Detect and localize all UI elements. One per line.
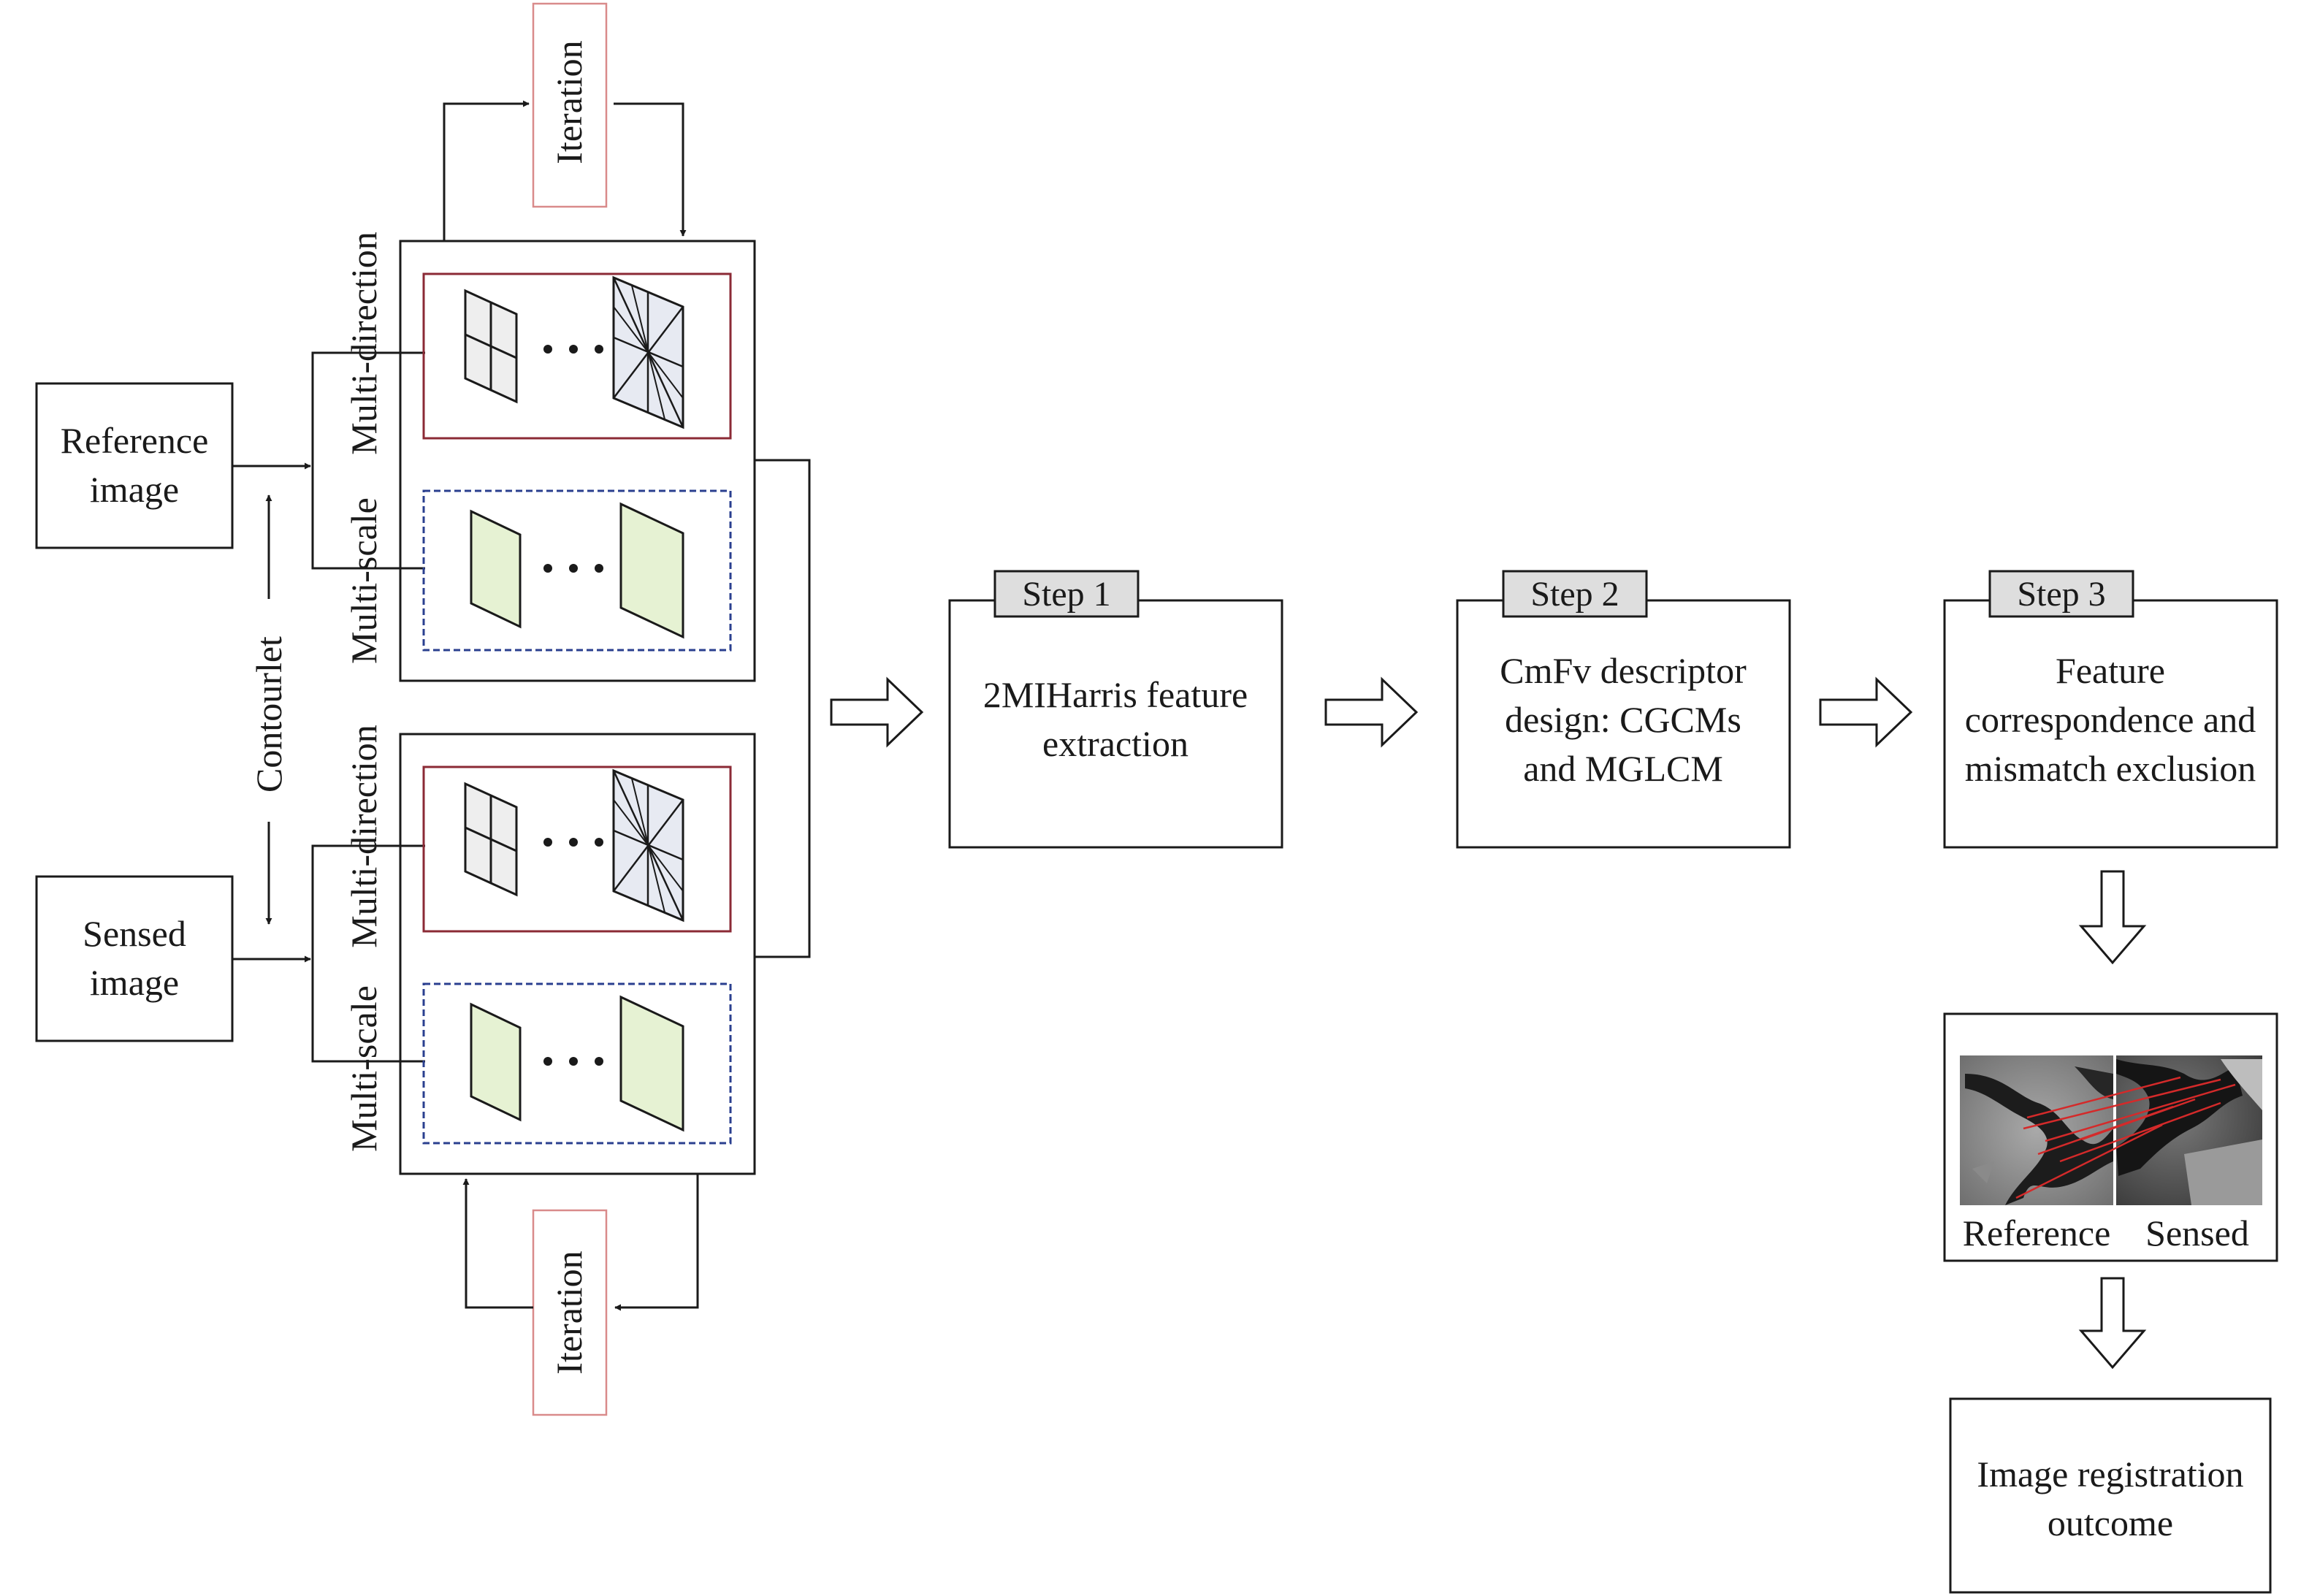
ellipsis-dots-icon xyxy=(543,838,603,847)
hollow-arrow-icon xyxy=(1819,676,1913,748)
iteration-box xyxy=(532,1209,608,1416)
outcome-box: Image registration outcome xyxy=(1949,1397,2272,1594)
scale-parallelogram-large-icon xyxy=(619,995,684,1132)
reference-image-label-line1: Reference xyxy=(61,420,209,461)
iteration-label: Iteration xyxy=(549,1251,589,1374)
result-caption-sensed: Sensed xyxy=(2145,1213,2249,1253)
sensed-thumbnail xyxy=(2116,1055,2262,1205)
grid-quad-icon xyxy=(464,782,518,897)
direction-label: Multi-direction xyxy=(343,232,384,455)
scale-box xyxy=(422,982,732,1145)
outcome-text-line2: outcome xyxy=(2048,1503,2173,1543)
scale-parallelogram-small-icon xyxy=(470,509,522,629)
hollow-arrow-icon xyxy=(2078,1277,2147,1370)
step-1-text-line2: extraction xyxy=(1042,723,1188,764)
scale-label: Multi-scale xyxy=(343,985,384,1152)
direction-label: Multi-direction xyxy=(343,725,384,948)
sensed-image-label-line2: image xyxy=(90,962,179,1003)
sensed-image-label-line1: Sensed xyxy=(83,913,186,954)
step-3-text-line2: correspondence and xyxy=(1965,699,2256,740)
result-caption-reference: Reference xyxy=(1963,1213,2111,1253)
step-2-text-line1: CmFv descriptor xyxy=(1500,650,1747,691)
step-2-tag-label: Step 2 xyxy=(1530,575,1619,614)
step-tag xyxy=(993,570,1140,618)
match-lines xyxy=(2015,1076,2236,1199)
iteration-label: Iteration xyxy=(549,40,589,164)
reference-image-label-line2: image xyxy=(90,469,179,510)
reference-thumbnail xyxy=(1960,1055,2113,1205)
ellipsis-dots-icon xyxy=(543,345,603,354)
contourlet-connector: Contourlet xyxy=(248,495,289,925)
step-1-box: Step 1 2MIHarris feature extraction xyxy=(948,570,1283,849)
wedge-fan-icon xyxy=(612,275,684,429)
reference-image-box: Reference image xyxy=(35,382,234,549)
hollow-arrow-icon xyxy=(830,676,924,748)
top-iteration-loop: Iteration xyxy=(443,2,687,241)
sensed-image-box: Sensed image xyxy=(35,875,234,1042)
step-2-text-line3: and MGLCM xyxy=(1523,748,1723,789)
step-1-tag-label: Step 1 xyxy=(1022,575,1110,614)
outcome-text-line1: Image registration xyxy=(1977,1454,2243,1494)
step-3-text-line1: Feature xyxy=(2056,650,2165,691)
bottom-iteration-loop: Iteration xyxy=(462,1174,699,1416)
grid-quad-icon xyxy=(464,289,518,404)
step-3-text-line3: mismatch exclusion xyxy=(1965,748,2256,789)
ellipsis-dots-icon xyxy=(543,564,603,573)
hollow-arrow-icon xyxy=(2078,870,2147,965)
ellipsis-dots-icon xyxy=(543,1057,603,1066)
scale-parallelogram-large-icon xyxy=(619,502,684,639)
iteration-box xyxy=(532,2,608,208)
step-tag xyxy=(1988,570,2134,618)
contourlet-label: Contourlet xyxy=(248,636,289,793)
step-2-text-line2: design: CGCMs xyxy=(1505,699,1741,740)
scale-box xyxy=(422,489,732,652)
registration-result-panel: Reference Sensed xyxy=(1943,1012,2278,1262)
direction-box xyxy=(422,765,732,933)
wedge-fan-icon xyxy=(612,768,684,923)
step-3-box: Step 3 Feature correspondence and mismat… xyxy=(1943,570,2278,849)
step-2-box: Step 2 CmFv descriptor design: CGCMs and… xyxy=(1456,570,1791,849)
hollow-arrow-icon xyxy=(1324,676,1419,748)
direction-box xyxy=(422,272,732,440)
step-3-tag-label: Step 3 xyxy=(2017,575,2105,614)
scale-parallelogram-small-icon xyxy=(470,1002,522,1122)
bottom-decomposition-panel: Multi-direction Multi-scale xyxy=(311,725,756,1175)
step-tag xyxy=(1502,570,1648,618)
top-decomposition-panel: Multi-direction Multi-scale xyxy=(311,232,756,682)
hollow-arrows xyxy=(830,676,2147,1370)
step-1-text-line1: 2MIHarris feature xyxy=(983,674,1248,715)
merge-bracket xyxy=(755,459,811,958)
scale-label: Multi-scale xyxy=(343,497,384,664)
